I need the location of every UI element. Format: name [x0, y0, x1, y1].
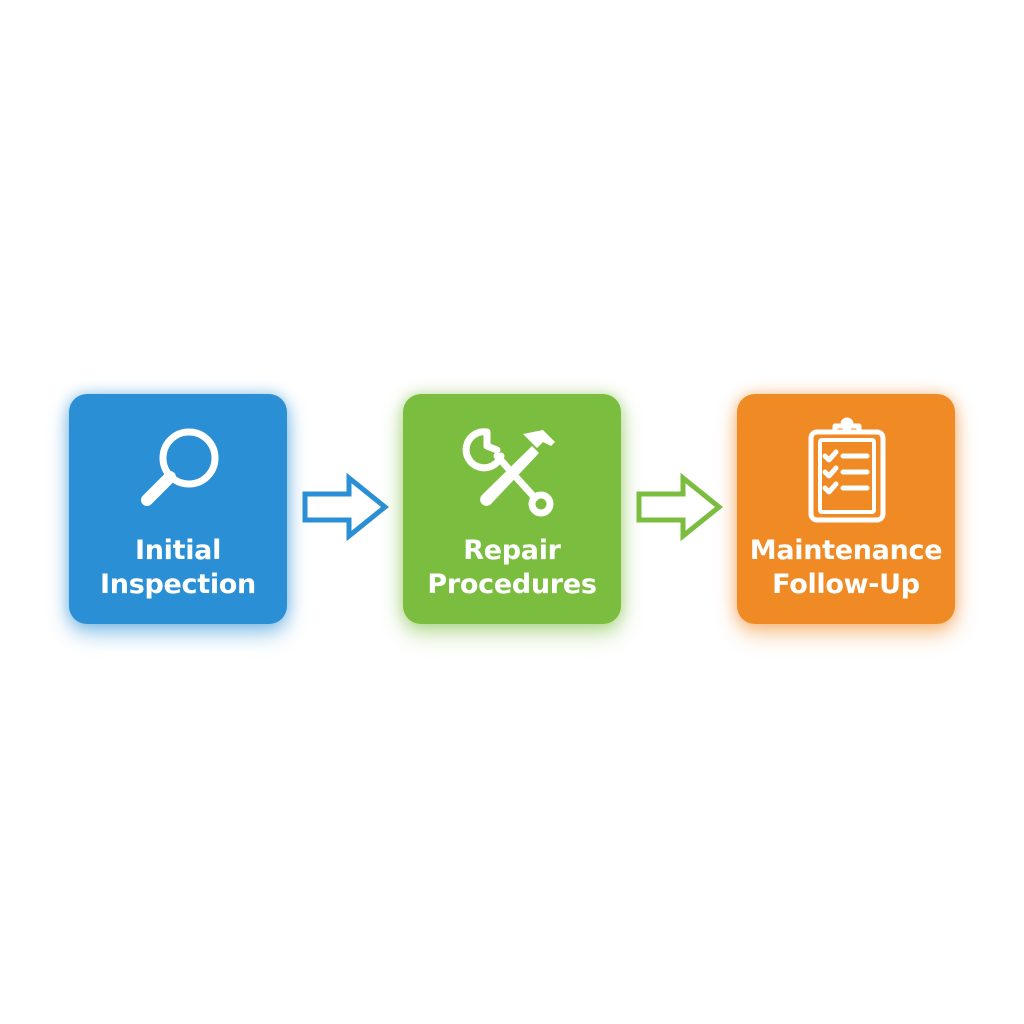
- flow-arrow: [635, 470, 723, 544]
- step-label-line2: Inspection: [100, 569, 256, 600]
- step-label-line1: Initial: [134, 535, 222, 566]
- step-maintenance-follow-up: Maintenance Follow-Up: [737, 394, 955, 624]
- step-label-line2: Follow-Up: [772, 569, 920, 600]
- clipboard-checklist-icon: [791, 416, 901, 526]
- step-initial-inspection: Initial Inspection: [69, 394, 287, 624]
- magnifying-glass-icon: [123, 416, 233, 526]
- right-arrow-icon: [302, 472, 389, 542]
- step-label: Initial Inspection: [75, 534, 281, 602]
- step-label-line1: Repair: [463, 535, 561, 566]
- wrench-and-hammer-icon: [457, 416, 567, 526]
- flow-arrow: [301, 470, 389, 544]
- step-label-line1: Maintenance: [749, 535, 943, 566]
- right-arrow-icon: [636, 472, 723, 542]
- step-repair-procedures: Repair Procedures: [403, 394, 621, 624]
- step-label: Repair Procedures: [409, 534, 615, 602]
- step-label: Maintenance Follow-Up: [743, 534, 949, 602]
- step-label-line2: Procedures: [427, 569, 597, 600]
